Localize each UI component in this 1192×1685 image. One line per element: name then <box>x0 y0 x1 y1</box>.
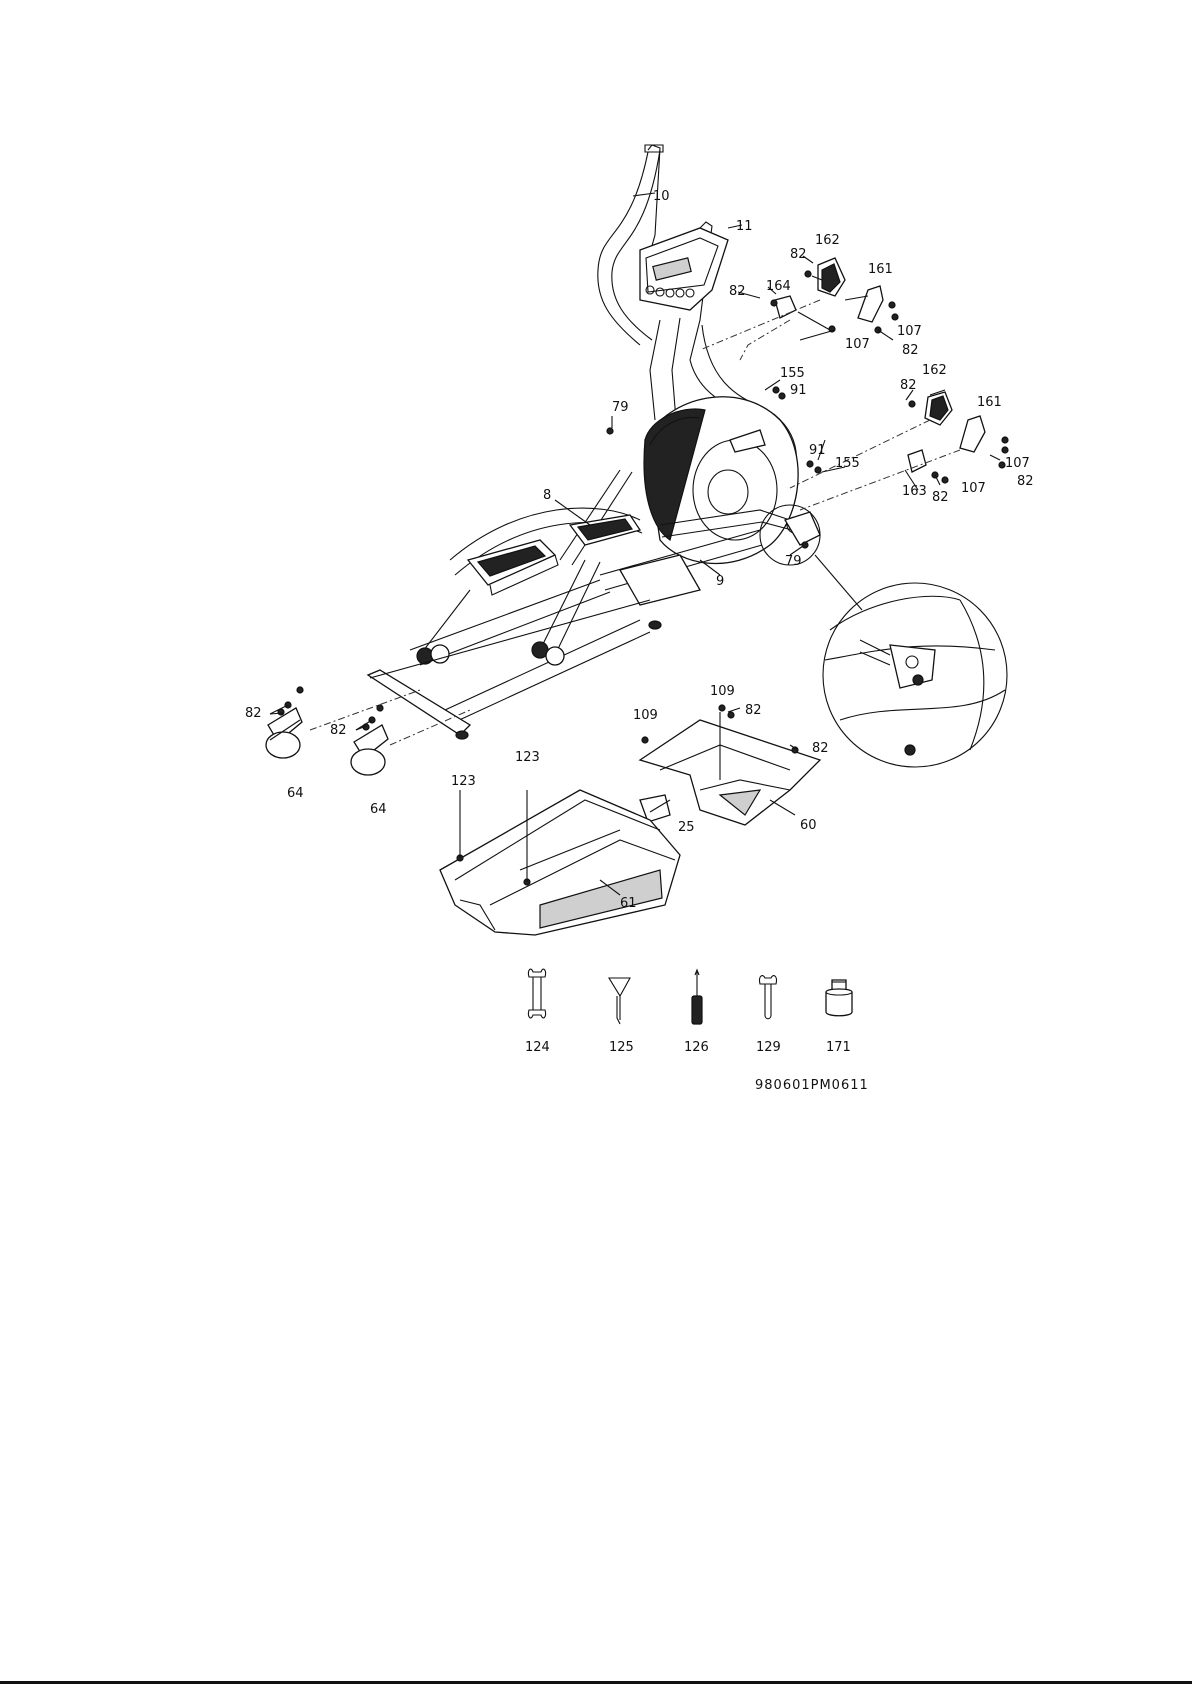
label-162: 162 <box>815 233 840 248</box>
label-91: 91 <box>809 443 826 458</box>
label-82: 82 <box>790 247 807 262</box>
label-82: 82 <box>245 706 262 721</box>
pedal-right <box>570 515 640 545</box>
detail-callout <box>760 505 1007 767</box>
label-163: 163 <box>902 484 927 499</box>
label-64: 64 <box>370 802 387 817</box>
label-91: 91 <box>790 383 807 398</box>
label-109: 109 <box>710 684 735 699</box>
socket-nut-icon <box>826 980 852 1016</box>
drawing-code: 980601PM0611 <box>755 1078 869 1093</box>
label-82: 82 <box>902 343 919 358</box>
label-161: 161 <box>868 262 893 277</box>
label-109: 109 <box>633 708 658 723</box>
pedal-left <box>468 540 558 595</box>
label-64: 64 <box>287 786 304 801</box>
label-107: 107 <box>1005 456 1030 471</box>
label-161: 161 <box>977 395 1002 410</box>
label-107: 107 <box>845 337 870 352</box>
label-25: 25 <box>678 820 695 835</box>
page-bottom-rule <box>0 1681 1192 1684</box>
label-155: 155 <box>780 366 805 381</box>
label-82: 82 <box>330 723 347 738</box>
elliptical-trainer-assembly <box>368 145 820 739</box>
tool-label-125: 125 <box>609 1040 634 1055</box>
label-82: 82 <box>812 741 829 756</box>
label-9: 9 <box>716 574 724 589</box>
label-107: 107 <box>897 324 922 339</box>
label-123: 123 <box>515 750 540 765</box>
screwdriver-icon <box>692 970 702 1024</box>
tool-label-124: 124 <box>525 1040 550 1055</box>
label-164: 164 <box>766 279 791 294</box>
tools-row: 124 125 126 129 171 <box>525 969 852 1055</box>
leader-lines <box>270 193 1000 895</box>
label-162: 162 <box>922 363 947 378</box>
label-82: 82 <box>932 490 949 505</box>
label-61: 61 <box>620 896 637 911</box>
tool-label-126: 126 <box>684 1040 709 1055</box>
label-79: 79 <box>612 400 629 415</box>
t-handle-allen-key-icon <box>609 978 630 1024</box>
label-107: 107 <box>961 481 986 496</box>
label-10: 10 <box>653 189 670 204</box>
label-11: 11 <box>736 219 753 234</box>
flywheel-housing <box>644 397 798 564</box>
label-82: 82 <box>745 703 762 718</box>
label-79: 79 <box>785 554 802 569</box>
part-number-labels: 10 11 82 162 161 82 164 107 107 82 155 9… <box>245 189 1034 911</box>
end-cap-left <box>266 687 303 758</box>
label-82: 82 <box>900 378 917 393</box>
combination-wrench-icon <box>760 976 777 1019</box>
tool-label-171: 171 <box>826 1040 851 1055</box>
label-8: 8 <box>543 488 551 503</box>
label-82: 82 <box>729 284 746 299</box>
label-123: 123 <box>451 774 476 789</box>
label-60: 60 <box>800 818 817 833</box>
label-155: 155 <box>835 456 860 471</box>
end-cap-right <box>351 705 388 775</box>
open-wrench-icon <box>528 969 545 1018</box>
tool-label-129: 129 <box>756 1040 781 1055</box>
label-82: 82 <box>1017 474 1034 489</box>
